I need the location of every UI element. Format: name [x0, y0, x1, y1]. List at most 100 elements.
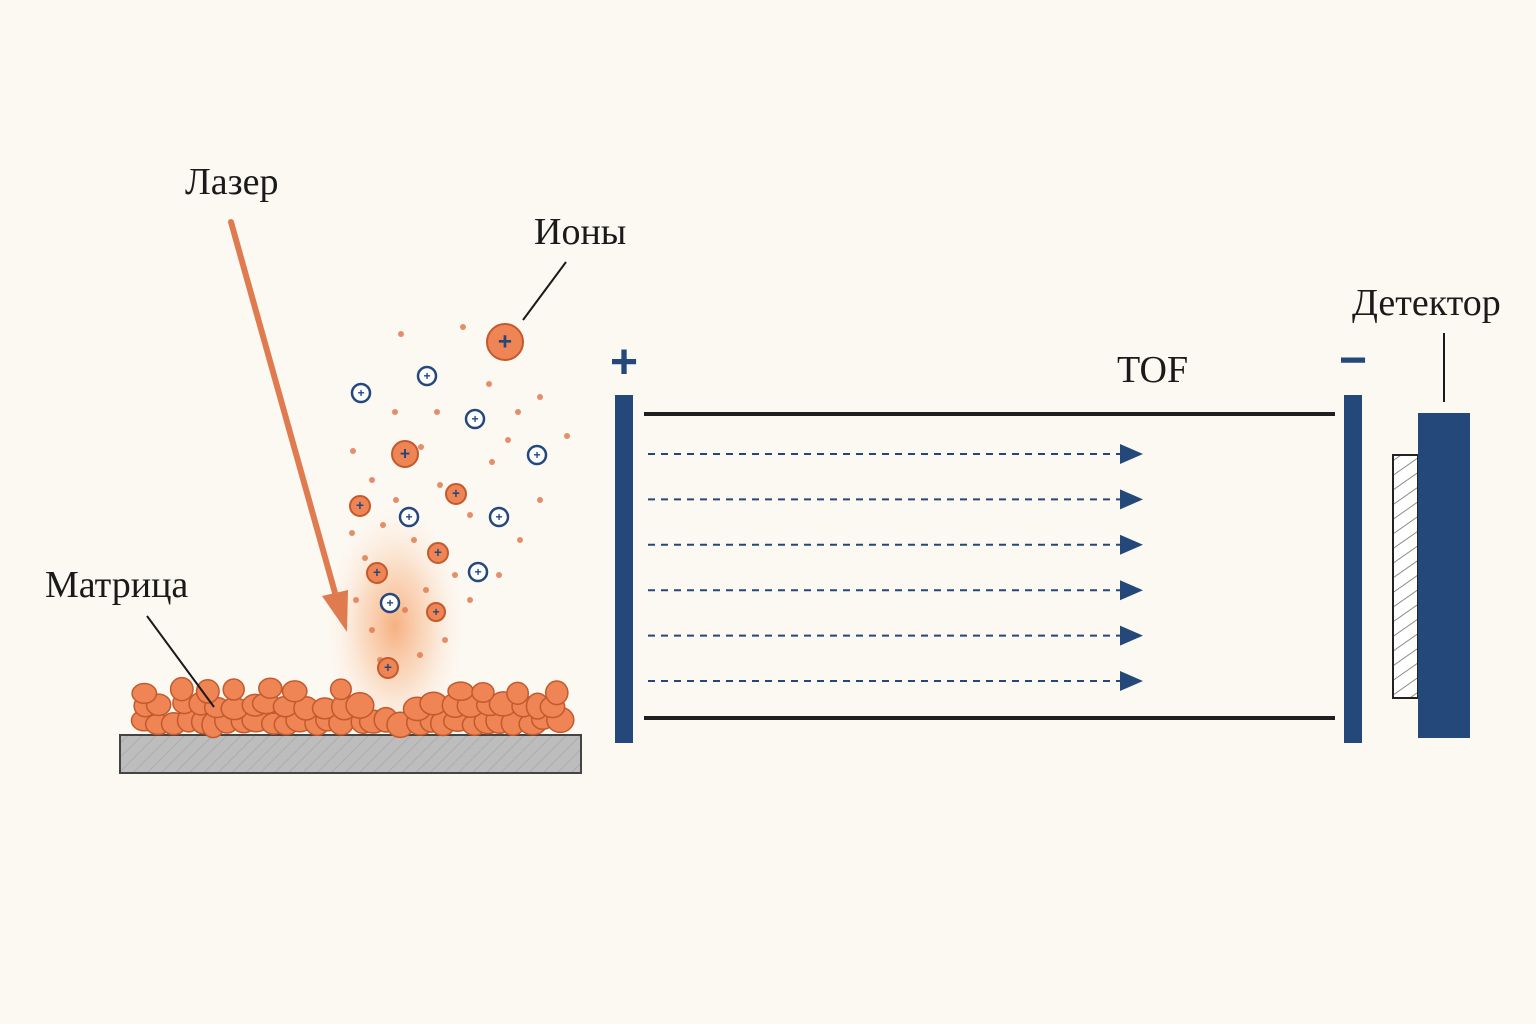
- particle-dot: [392, 409, 398, 415]
- matrix-crystal: [506, 681, 530, 705]
- matrix-crystal: [222, 678, 245, 701]
- particle-dot: [437, 482, 443, 488]
- negative-sign: −: [1339, 334, 1367, 387]
- particle-dot: [350, 448, 356, 454]
- flight-path-arrowhead: [1120, 625, 1143, 646]
- positive-ion-small: +: [526, 444, 548, 466]
- detector-label: Детектор: [1352, 282, 1501, 324]
- flight-path-arrowhead: [1120, 534, 1143, 555]
- particle-dot: [442, 637, 448, 643]
- ions-leader-line: [522, 261, 567, 321]
- flight-path-arrowhead: [1120, 580, 1143, 601]
- particle-dot: [486, 381, 492, 387]
- matrix-crystal: [544, 680, 569, 706]
- particle-dot: [349, 530, 355, 536]
- matrix-leader-line: [146, 615, 215, 708]
- matrix-crystal: [195, 678, 220, 704]
- particle-dot: [369, 627, 375, 633]
- particle-dot: [362, 555, 368, 561]
- particle-dot: [423, 587, 429, 593]
- particle-dot: [515, 409, 521, 415]
- grid-electrode-negative: [1344, 395, 1362, 743]
- particle-dot: [537, 394, 543, 400]
- ion-charge-sign: +: [533, 448, 540, 462]
- matrix-crystal: [281, 680, 308, 703]
- flight-path-arrowhead: [1120, 489, 1143, 510]
- particle-dot: [418, 444, 424, 450]
- ion-charge-sign: +: [373, 565, 381, 580]
- positive-ion-large: +: [391, 440, 419, 468]
- particle-dot: [496, 572, 502, 578]
- ion-flight-paths: [648, 444, 1143, 691]
- particle-dot: [489, 459, 495, 465]
- particle-dot: [353, 597, 359, 603]
- particle-dot: [537, 497, 543, 503]
- positive-ion-large: +: [366, 562, 388, 584]
- ion-charge-sign: +: [434, 545, 442, 560]
- positive-ion-small: +: [467, 561, 489, 583]
- ion-charge-sign: +: [357, 386, 364, 400]
- ablated-particles: + + + + + + + + + + + + + + + +: [349, 323, 570, 679]
- positive-ion-small: +: [464, 408, 486, 430]
- laser-label: Лазер: [185, 161, 279, 203]
- matrix-crystal: [329, 678, 352, 701]
- matrix-crystal: [258, 677, 283, 699]
- detector-window-hatch: [1394, 456, 1417, 697]
- sample-plate-texture: [121, 736, 580, 772]
- laser-arrowhead: [322, 590, 348, 632]
- ion-charge-sign: +: [400, 443, 410, 463]
- laser-beam: [228, 219, 348, 632]
- ion-charge-sign: +: [356, 498, 364, 513]
- matrix-crystal: [345, 692, 375, 719]
- positive-ion-small: +: [379, 592, 401, 614]
- positive-ion-large: +: [486, 323, 524, 361]
- particle-dot: [402, 607, 408, 613]
- particle-dot: [467, 512, 473, 518]
- matrix-crystal: [131, 682, 158, 705]
- particle-dot: [517, 537, 523, 543]
- matrix-crystal: [169, 676, 194, 702]
- ion-charge-sign: +: [471, 412, 478, 426]
- particle-dot: [417, 652, 423, 658]
- positive-ion-large: +: [427, 542, 449, 564]
- particle-dot: [452, 572, 458, 578]
- particle-dot: [460, 324, 466, 330]
- ion-charge-sign: +: [495, 510, 502, 524]
- ion-charge-sign: +: [432, 605, 439, 619]
- particle-dot: [393, 497, 399, 503]
- matrix-crystal: [471, 681, 495, 703]
- matrix-crystal: [447, 681, 474, 702]
- particle-dot: [467, 597, 473, 603]
- matrix-crystals: [130, 676, 575, 739]
- ion-charge-sign: +: [405, 510, 412, 524]
- positive-ion-small: +: [416, 365, 438, 387]
- tof-label: TOF: [1117, 349, 1188, 391]
- positive-sign: +: [610, 336, 638, 389]
- particle-dot: [434, 409, 440, 415]
- particle-dot: [411, 537, 417, 543]
- positive-ion-large: +: [445, 483, 467, 505]
- detector-body: [1418, 413, 1470, 738]
- ions-label: Ионы: [534, 211, 626, 253]
- positive-ion-large: +: [377, 657, 399, 679]
- ion-charge-sign: +: [498, 329, 512, 356]
- positive-ion-small: +: [398, 506, 420, 528]
- particle-dot: [564, 433, 570, 439]
- ion-charge-sign: +: [386, 596, 393, 610]
- matrix-label: Матрица: [45, 564, 188, 606]
- positive-ion-large: +: [426, 602, 446, 622]
- ion-charge-sign: +: [452, 486, 460, 501]
- flight-path-arrowhead: [1120, 671, 1143, 691]
- ion-charge-sign: +: [423, 369, 430, 383]
- ion-charge-sign: +: [474, 565, 481, 579]
- flight-path-arrowhead: [1120, 444, 1143, 464]
- positive-ion-small: +: [350, 382, 372, 404]
- ion-charge-sign: +: [384, 660, 392, 675]
- particle-dot: [380, 522, 386, 528]
- particle-dot: [398, 331, 404, 337]
- positive-ion-small: +: [488, 506, 510, 528]
- particle-dot: [369, 477, 375, 483]
- particle-dot: [505, 437, 511, 443]
